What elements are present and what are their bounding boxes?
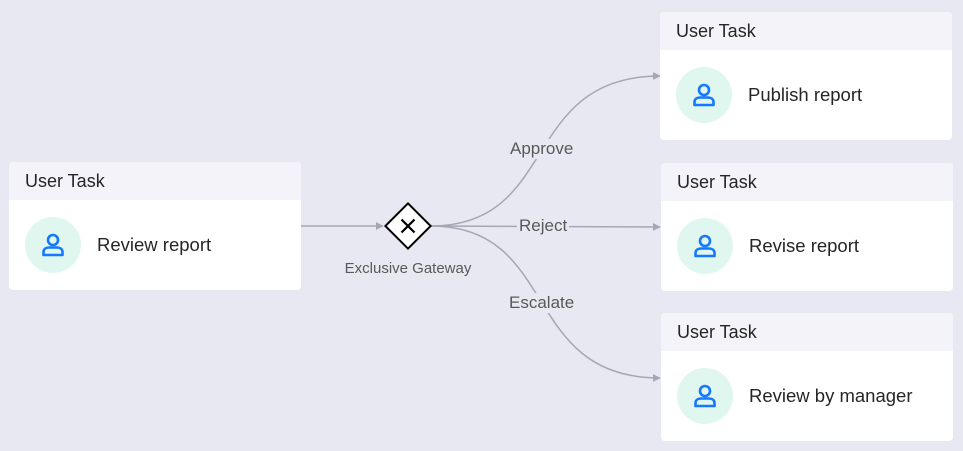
edge-label-escalate: Escalate: [507, 293, 577, 313]
node-body: Publish report: [660, 50, 952, 140]
user-icon: [693, 83, 715, 107]
node-header: User Task: [9, 162, 301, 200]
node-header: User Task: [661, 163, 953, 201]
avatar: [677, 368, 733, 424]
node-label: Revise report: [749, 235, 860, 256]
gateway-label: Exclusive Gateway: [344, 260, 472, 277]
node-label: Publish report: [748, 84, 863, 105]
edge-label-reject: Reject: [517, 216, 570, 236]
user-icon: [42, 233, 64, 257]
task-node-review-by-manager[interactable]: User Task Review by manager: [661, 313, 953, 441]
task-node-review-report[interactable]: User Task Review report: [9, 162, 301, 290]
node-label: Review report: [97, 234, 212, 255]
node-header: User Task: [661, 313, 953, 351]
node-body: Review by manager: [661, 351, 953, 441]
task-node-publish-report[interactable]: User Task Publish report: [660, 12, 952, 140]
edge-label-approve: Approve: [508, 139, 576, 159]
node-body: Review report: [9, 200, 301, 290]
user-icon: [694, 384, 716, 408]
avatar: [676, 67, 732, 123]
avatar: [25, 217, 81, 273]
exclusive-gateway[interactable]: [383, 201, 433, 251]
node-body: Revise report: [661, 201, 953, 291]
task-node-revise-report[interactable]: User Task Revise report: [661, 163, 953, 291]
user-icon: [694, 234, 716, 258]
node-label: Review by manager: [749, 385, 913, 406]
avatar: [677, 218, 733, 274]
close-icon: [400, 218, 416, 234]
node-header: User Task: [660, 12, 952, 50]
